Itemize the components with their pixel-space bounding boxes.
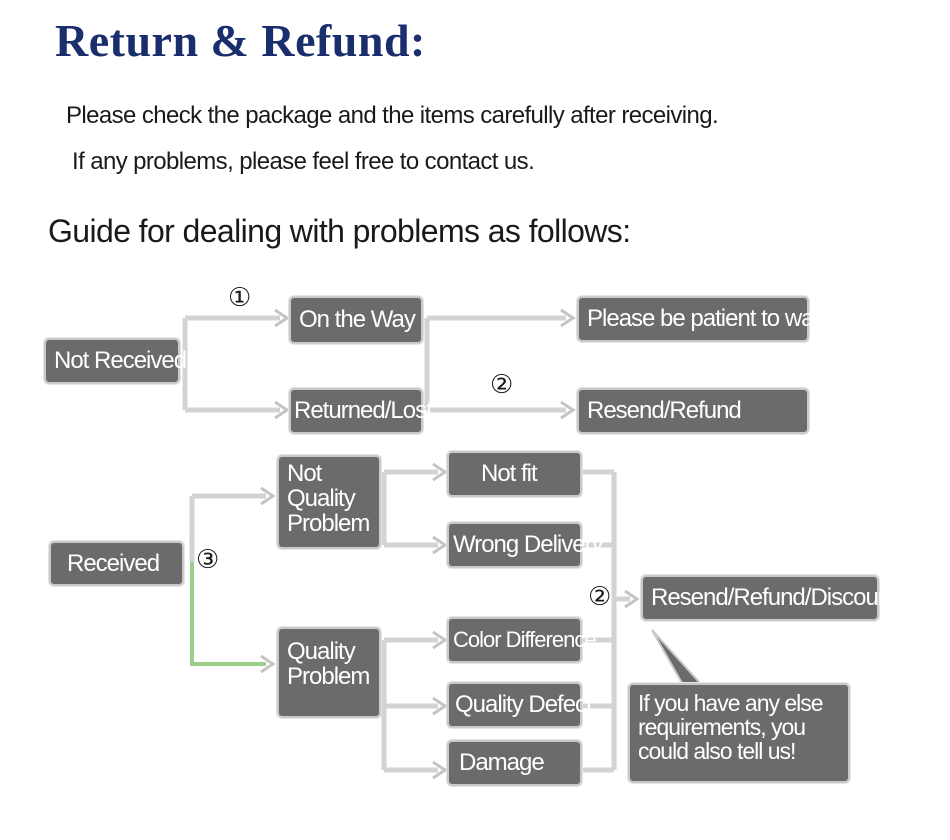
marker-two-bottom: ② xyxy=(588,582,612,612)
node-received: Received xyxy=(49,541,184,586)
intro-text-1: Please check the package and the items c… xyxy=(66,102,719,129)
page-title: Return & Refund: xyxy=(55,15,426,66)
node-on-the-way: On the Way xyxy=(289,296,423,344)
node-not-received: Not Received xyxy=(44,338,187,384)
intro-text-2: If any problems, please feel free to con… xyxy=(72,148,535,175)
marker-two-top: ② xyxy=(490,370,514,400)
node-resend-refund: Resend/Refund xyxy=(577,388,809,434)
node-not-quality-problem: Not Quality Problem xyxy=(277,455,381,549)
connector-to-quality-problem xyxy=(190,562,266,666)
node-resend-refund-discount: Resend/Refund/Discount xyxy=(641,575,897,621)
node-quality-defect: Quality Defect xyxy=(447,682,593,728)
node-quality-problem: Quality Problem xyxy=(277,627,381,718)
node-returned-lost: Returned/Lost xyxy=(289,388,433,434)
node-not-fit: Not fit xyxy=(447,451,582,497)
node-color-difference: Color Difference xyxy=(447,617,597,663)
node-wrong-delivery: Wrong Delivery xyxy=(447,522,604,568)
callout-bubble: If you have any else requirements, you c… xyxy=(628,683,850,783)
callout-tail xyxy=(651,629,703,684)
node-damage: Damage xyxy=(447,740,582,786)
guide-heading: Guide for dealing with problems as follo… xyxy=(48,213,631,249)
marker-one: ① xyxy=(228,283,252,313)
node-please-wait: Please be patient to wait xyxy=(577,296,825,342)
marker-three: ③ xyxy=(196,545,220,575)
